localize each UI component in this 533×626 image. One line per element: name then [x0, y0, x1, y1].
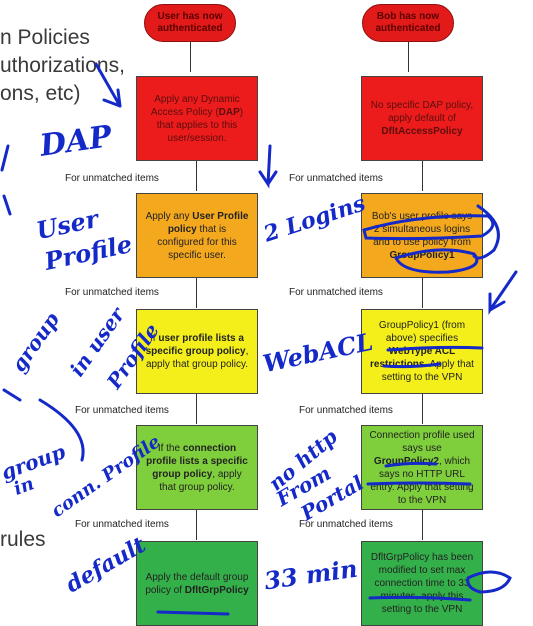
left-unmatched-label-1: For unmatched items: [65, 173, 159, 184]
left-dap-box: Apply any Dynamic Access Policy (DAP) th…: [136, 76, 258, 161]
left-start-node: User has now authenticated: [144, 4, 236, 42]
slide-text-rules: rules: [0, 528, 46, 551]
right-dap-box: No specific DAP policy, apply default of…: [361, 76, 483, 161]
left-user-profile-box: Apply any User Profile policy that is co…: [136, 193, 258, 278]
right-arrow-3: [422, 394, 423, 424]
left-unmatched-label-2: For unmatched items: [65, 287, 159, 298]
slide-text-policies: n Policies: [0, 26, 90, 49]
right-connection-profile-box: Connection profile used says use GroupPo…: [361, 425, 483, 510]
ink-arrow-right-diag: [488, 270, 518, 315]
ink-left-edge-stroke: [0, 144, 10, 172]
slide-text-authorizations: uthorizations,: [0, 54, 125, 77]
ink-underline-nohttp: [366, 481, 472, 486]
right-arrow-4: [422, 510, 423, 540]
left-arrow-2: [196, 278, 197, 308]
ink-underline-grouppolicy2: [384, 461, 438, 468]
left-arrow-4: [196, 510, 197, 540]
left-arrow-3: [196, 394, 197, 424]
ink-hook-right: [472, 204, 500, 260]
ink-circle-33: [466, 570, 512, 594]
ink-underline-webtype: [386, 345, 484, 352]
right-arrow-0: [408, 42, 409, 72]
right-unmatched-label-4: For unmatched items: [299, 519, 393, 530]
slide-text-etc: ons, etc): [0, 82, 81, 105]
right-unmatched-label-2: For unmatched items: [289, 287, 383, 298]
left-unmatched-label-4: For unmatched items: [75, 519, 169, 530]
ink-underline-conntime: [368, 595, 472, 602]
right-user-profile-box: Bob's user profile says 2 simultaneous l…: [361, 193, 483, 278]
ink-left-edge-stroke-3: [2, 388, 22, 402]
ink-underline-restrictions: [382, 362, 442, 369]
right-start-node: Bob has now authenticated: [362, 4, 454, 42]
ink-circle-simultaneous: [362, 214, 495, 241]
ink-arrow-down-center: [258, 144, 278, 189]
right-unmatched-label-1: For unmatched items: [289, 173, 383, 184]
right-webtype-acl-box: GroupPolicy1 (from above) specifies WebT…: [361, 309, 483, 394]
right-arrow-1: [422, 161, 423, 191]
left-user-profile-group-box: If user profile lists a specific group p…: [136, 309, 258, 394]
left-unmatched-label-3: For unmatched items: [75, 405, 169, 416]
right-unmatched-label-3: For unmatched items: [299, 405, 393, 416]
left-arrow-0: [190, 42, 191, 72]
right-arrow-2: [422, 278, 423, 308]
ink-conn-profile-arrow: [38, 398, 85, 462]
ink-left-edge-stroke-2: [2, 194, 12, 216]
left-arrow-1: [196, 161, 197, 191]
ink-underline-dfltgrp: [156, 610, 230, 616]
left-connection-profile-box: If the connection profile lists a specif…: [136, 425, 258, 510]
ink-circle-grouppolicy1: [393, 248, 479, 274]
ink-arrow-to-dap: [94, 62, 122, 108]
left-default-policy-box: Apply the default group policy of DfltGr…: [136, 541, 258, 626]
